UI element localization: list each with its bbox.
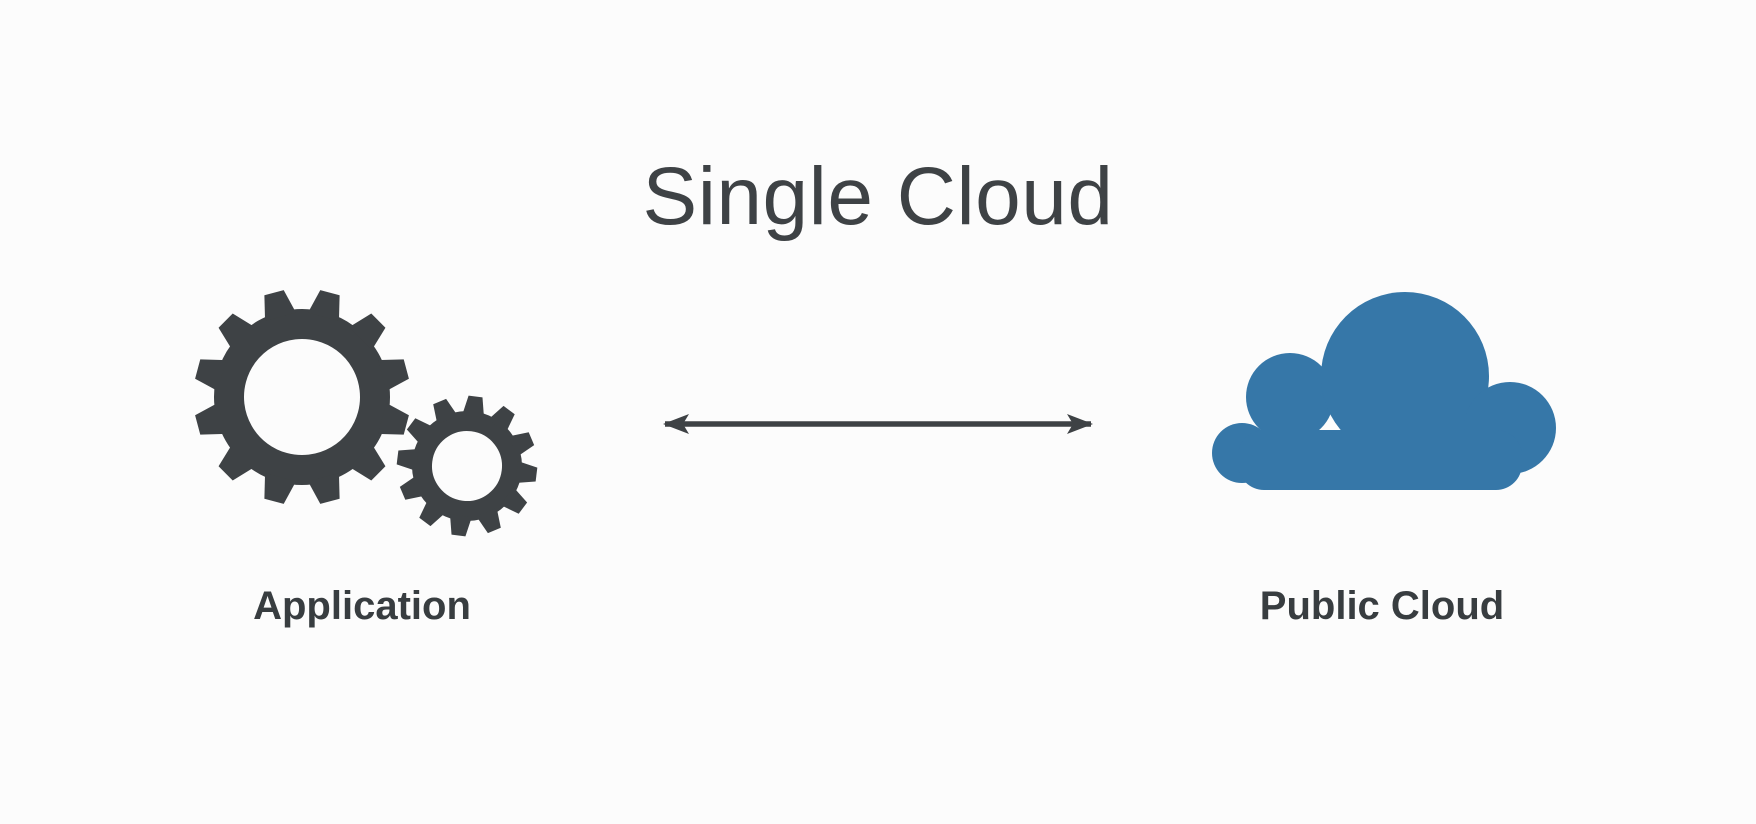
diagram-title: Single Cloud	[642, 151, 1114, 242]
gear-large	[193, 288, 411, 506]
label-public-cloud: Public Cloud	[1259, 584, 1505, 628]
label-application: Application	[253, 584, 471, 628]
cloud-icon	[1212, 292, 1556, 490]
gears-icon	[193, 288, 538, 537]
gear-small	[396, 395, 538, 537]
